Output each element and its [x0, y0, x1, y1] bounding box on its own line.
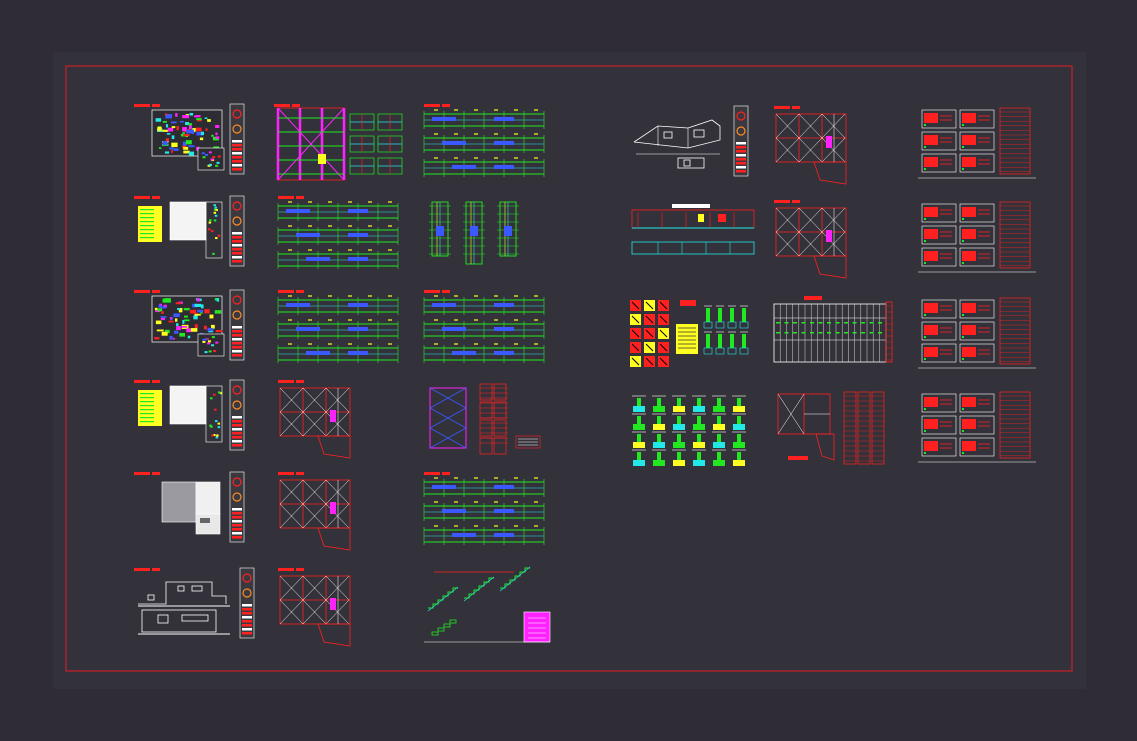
sheet-right-r2-c2-structural-grid[interactable]: [774, 200, 847, 279]
sheet-left-r1-c3-beam-elevations[interactable]: [423, 104, 545, 177]
sheet-right-r4-c2-foundation-plan[interactable]: [777, 391, 885, 465]
sheet-left-r6-c1-building-elevation[interactable]: [134, 567, 255, 639]
sheet-left-r4-c1-floor-plan-legend[interactable]: [134, 379, 245, 451]
sheet-left-r6-c2-structural-grid[interactable]: [278, 568, 351, 647]
drawing-border: [65, 65, 1073, 672]
sheet-right-r2-c1-building-section[interactable]: [631, 204, 755, 255]
sheet-left-r5-c1-slab-plan[interactable]: [134, 471, 245, 543]
sheet-right-r4-c3-schedule-tables[interactable]: [918, 391, 1036, 463]
sheet-right-r3-c2-load-table[interactable]: [773, 296, 893, 363]
sheet-left-r1-c1-floor-plan-color[interactable]: [134, 103, 245, 175]
sheet-left-r2-c1-floor-plan-legend[interactable]: [134, 195, 245, 267]
sheet-right-r3-c3-schedule-tables[interactable]: [918, 297, 1036, 369]
sheet-right-r1-c2-structural-grid[interactable]: [774, 106, 847, 185]
sheet-right-r2-c3-schedule-tables[interactable]: [918, 201, 1036, 273]
sheet-left-r1-c2-wall-sections[interactable]: [274, 104, 403, 181]
sheet-left-r4-c2-structural-grid[interactable]: [278, 380, 351, 459]
sheet-left-r4-c3-column-schedule[interactable]: [429, 383, 541, 455]
sheet-right-r4-c1-footing-details[interactable]: [632, 395, 746, 466]
sheet-left-r5-c2-structural-grid[interactable]: [278, 472, 351, 551]
sheet-left-r2-c3-column-details[interactable]: [429, 201, 519, 265]
sheet-left-r2-c2-beam-elevations[interactable]: [277, 196, 399, 269]
sheet-right-r3-c1-symbol-legend[interactable]: [630, 300, 749, 367]
sheet-left-r3-c3-beam-elevations[interactable]: [423, 290, 545, 363]
sheet-right-r1-c1-building-perspective[interactable]: [633, 105, 749, 177]
drawing-sheets: [134, 103, 1036, 647]
sheet-left-r3-c1-floor-plan-color[interactable]: [134, 289, 245, 361]
paper-sheet: [53, 52, 1086, 689]
sheet-left-r3-c2-beam-elevations[interactable]: [277, 290, 399, 363]
sheet-left-r6-c3-stair-details[interactable]: [424, 566, 551, 643]
sheet-right-r1-c3-schedule-tables[interactable]: [918, 107, 1036, 179]
sheet-left-r5-c3-beam-elevations[interactable]: [423, 472, 545, 545]
